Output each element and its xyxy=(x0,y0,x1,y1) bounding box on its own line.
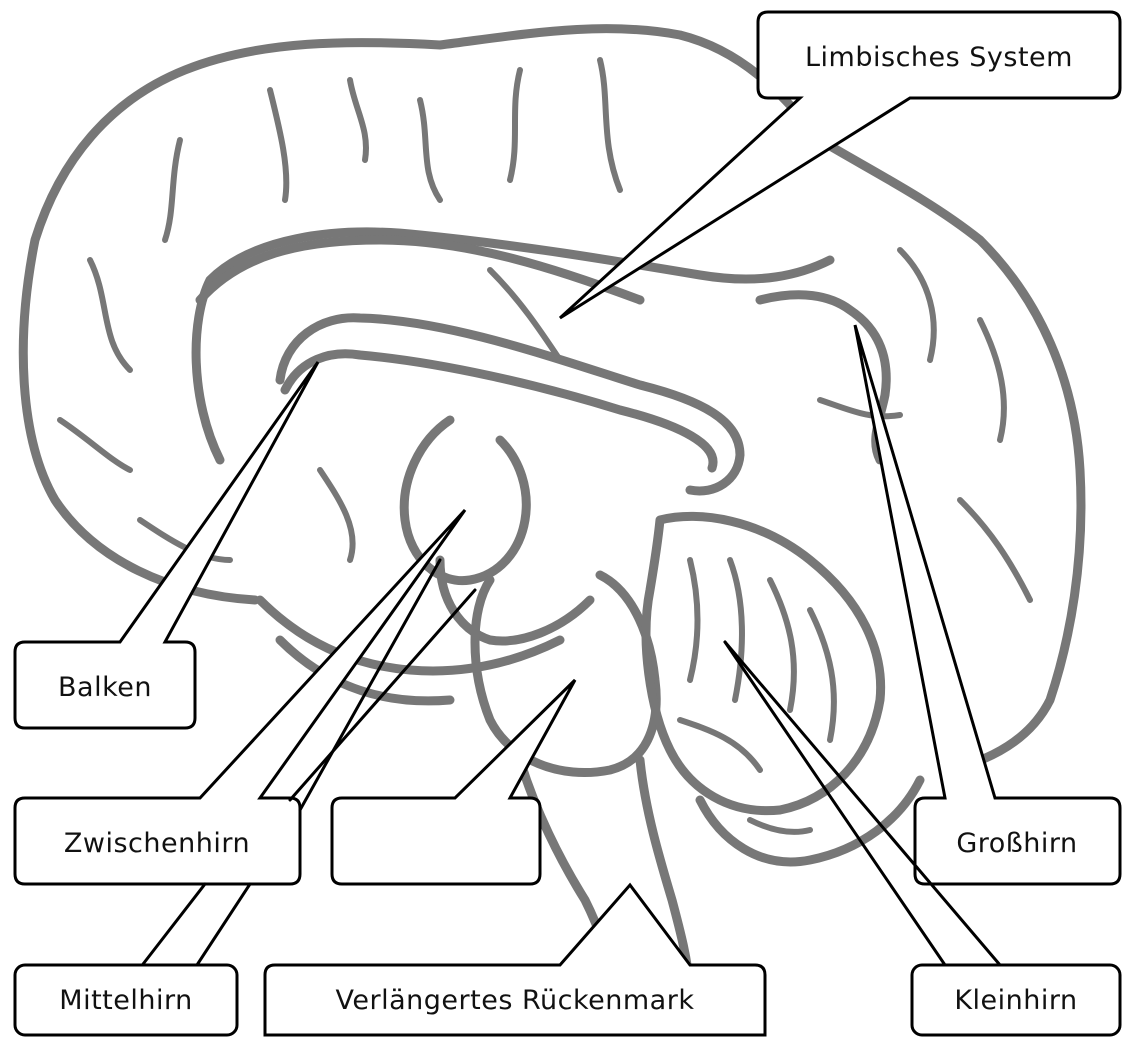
sulcus-12 xyxy=(960,500,1030,600)
callout-grosshirn: Großhirn xyxy=(855,325,1120,884)
sulcus-11 xyxy=(980,320,1004,440)
folia-1 xyxy=(690,560,698,680)
sulcus-3 xyxy=(350,80,366,160)
corpus-callosum-inner xyxy=(285,354,713,468)
midbrain-outline xyxy=(440,560,590,641)
pointer-mittelhirn-2 xyxy=(195,884,250,968)
sulcus-2 xyxy=(270,90,286,200)
cerebellum-lower xyxy=(700,780,920,862)
label-mittelhirn: Mittelhirn xyxy=(59,985,192,1016)
label-kleinhirn: Kleinhirn xyxy=(954,985,1077,1016)
label-limbisches-system: Limbisches System xyxy=(805,42,1073,73)
sulcus-4 xyxy=(420,100,440,200)
label-verlaengertes-rueckenmark: Verlängertes Rückenmark xyxy=(336,985,695,1016)
sulcus-10 xyxy=(900,250,934,360)
folia-5 xyxy=(680,720,760,770)
sulcus-14 xyxy=(320,470,353,560)
callout-mittelhirn: Mittelhirn xyxy=(15,965,237,1035)
folia-3 xyxy=(770,580,794,710)
corpus-callosum-outer xyxy=(280,318,740,491)
sulcus-6 xyxy=(600,60,620,190)
sulcus-7 xyxy=(90,260,130,370)
folia-6 xyxy=(750,820,810,832)
pons-outline xyxy=(475,575,656,773)
sulcus-1 xyxy=(165,140,180,240)
callout-limbisches-system: Limbisches System xyxy=(560,12,1120,318)
sulcus-8 xyxy=(60,420,130,470)
label-zwischenhirn: Zwischenhirn xyxy=(64,828,250,859)
cerebellum-outline xyxy=(646,516,881,810)
folia-2 xyxy=(730,560,742,700)
pointer-mittelhirn-1 xyxy=(140,884,205,968)
callout-balken: Balken xyxy=(15,362,318,728)
folia-4 xyxy=(810,610,834,740)
label-balken: Balken xyxy=(58,672,152,703)
callout-kleinhirn: Kleinhirn xyxy=(912,965,1120,1035)
sulcus-13 xyxy=(820,400,900,416)
sulcus-5 xyxy=(510,70,520,180)
label-grosshirn: Großhirn xyxy=(956,828,1077,859)
